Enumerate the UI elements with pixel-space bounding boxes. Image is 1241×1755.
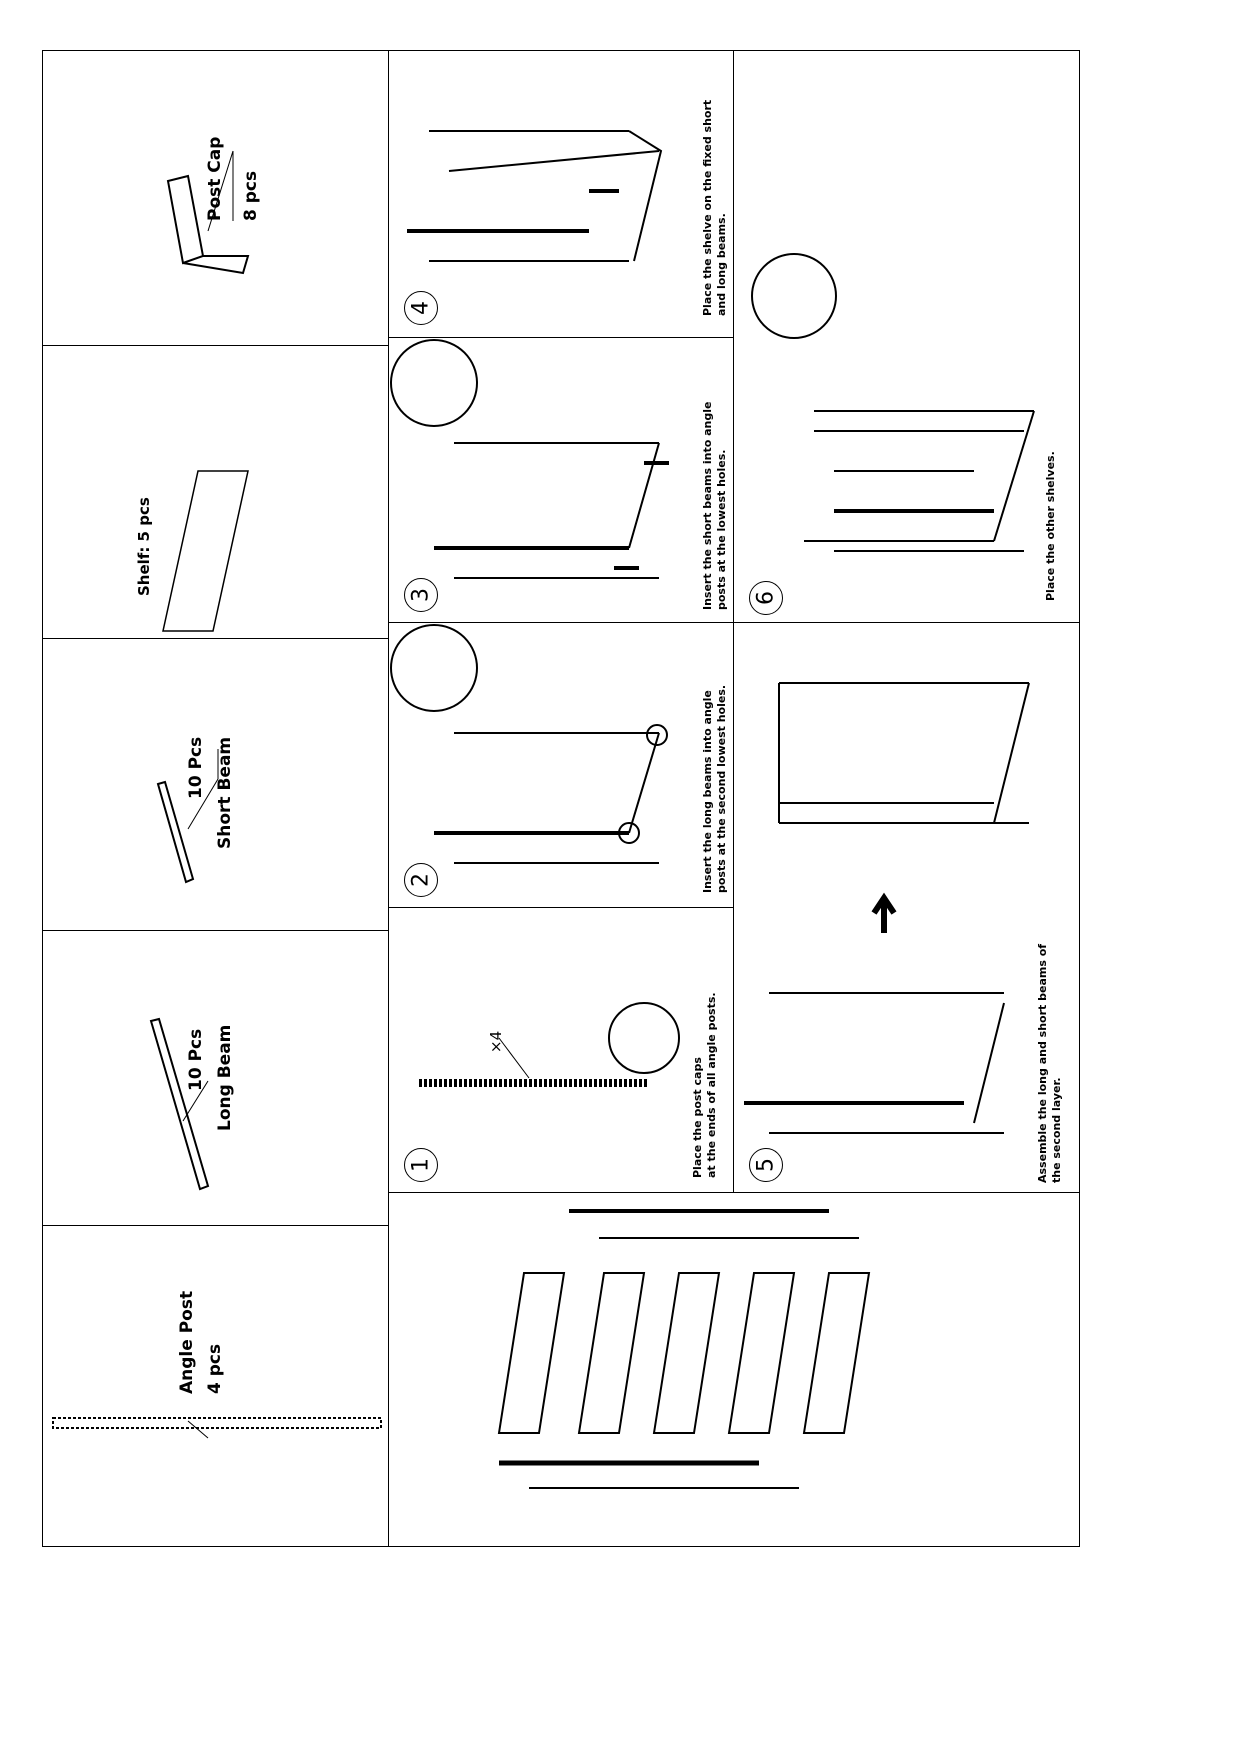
step-3-number: 3 [404, 578, 438, 612]
step-1-multiplier: ×4 [487, 1030, 505, 1053]
short-beam-qty: 10 Pcs [186, 736, 206, 799]
step-1-drawing [419, 1002, 680, 1087]
step-6-cell: 6 Place the other shelves. [733, 50, 1080, 623]
part-long-beam-cell: 10 Pcs Long Beam [42, 930, 389, 1226]
post-cap-qty: 8 pcs [241, 170, 261, 221]
angle-post-qty: 4 pcs [205, 1343, 225, 1394]
post-cap-label: Post Cap [205, 136, 225, 221]
step-1-number: 1 [404, 1148, 438, 1182]
angle-post-drawing [52, 1417, 382, 1439]
shelf-drawing [162, 470, 249, 632]
long-beam-qty: 10 Pcs [186, 1028, 206, 1091]
part-post-cap-cell: Post Cap 8 pcs [42, 50, 389, 346]
step-5-drawing [744, 682, 1030, 1134]
step-2-drawing [390, 624, 668, 864]
step-5-number: 5 [749, 1148, 783, 1182]
part-angle-post-cell: Angle Post 4 pcs [42, 1225, 389, 1547]
angle-post-label: Angle Post [177, 1290, 197, 1394]
step-4-number: 4 [404, 291, 438, 325]
long-beam-drawing [149, 1017, 210, 1191]
part-short-beam-cell: 10 Pcs Short Beam [42, 638, 389, 931]
step-6-number: 6 [749, 581, 783, 615]
shelf-qty: Shelf: 5 pcs [135, 497, 153, 596]
exploded-view-drawing [497, 1209, 871, 1489]
short-beam-drawing [156, 749, 219, 884]
step-3-drawing [390, 339, 669, 579]
step-6-instruction: Place the other shelves. [1044, 451, 1057, 601]
post-cap-drawing [166, 150, 250, 275]
long-beam-label: Long Beam [215, 1024, 235, 1131]
short-beam-label: Short Beam [215, 736, 235, 849]
step-6-drawing [751, 253, 1035, 552]
step-4-drawing [407, 130, 663, 262]
exploded-view-cell [388, 1192, 1080, 1547]
part-shelf-cell: Shelf: 5 pcs [42, 345, 389, 639]
step-2-number: 2 [404, 863, 438, 897]
